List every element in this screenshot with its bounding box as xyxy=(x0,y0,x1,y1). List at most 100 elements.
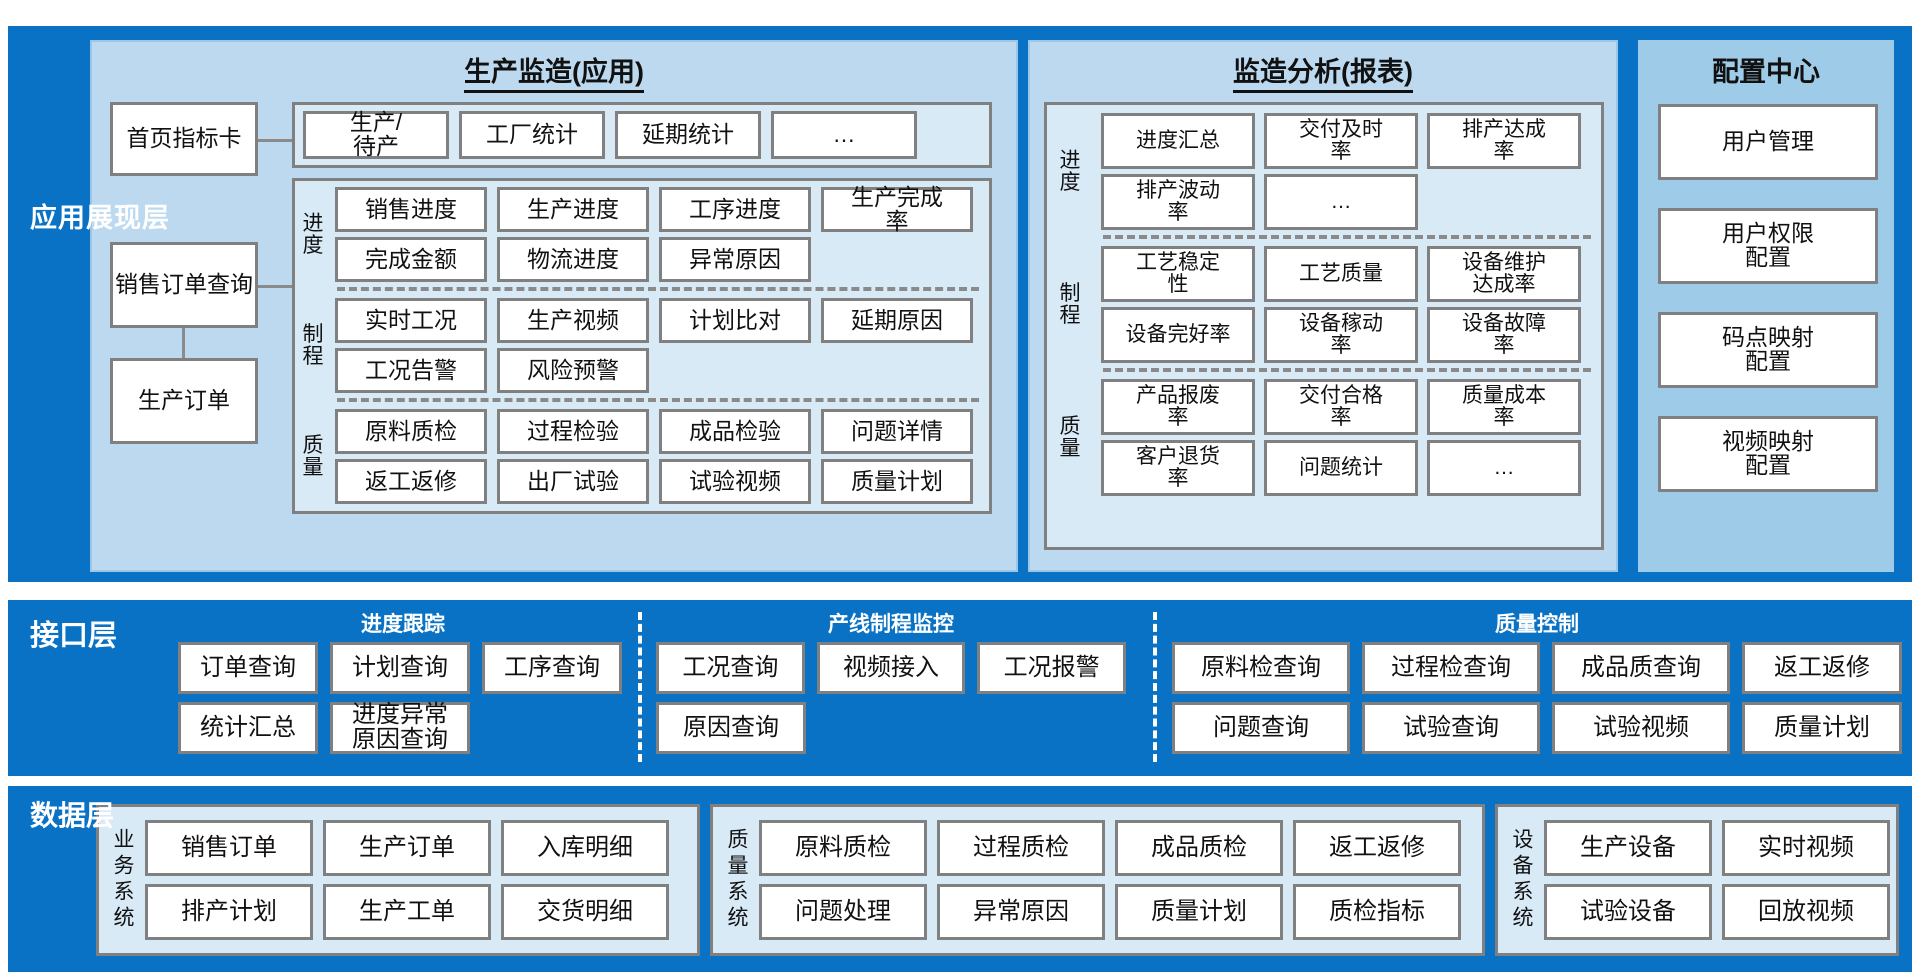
data-production-equipment[interactable]: 生产设备 xyxy=(1544,820,1712,876)
metric-equipment-utilization-rate[interactable]: 设备稼动率 xyxy=(1264,307,1418,363)
tile-plan-comparison[interactable]: 计划比对 xyxy=(659,298,811,343)
interface-process-row-2: 原因查询 xyxy=(656,702,1126,754)
data-test-equipment[interactable]: 试验设备 xyxy=(1544,884,1712,940)
data-finished-inspection[interactable]: 成品质检 xyxy=(1115,820,1283,876)
tile-delay-statistics[interactable]: 延期统计 xyxy=(615,111,761,159)
tile-test-video[interactable]: 试验视频 xyxy=(659,459,811,504)
tile-abnormal-reason[interactable]: 异常原因 xyxy=(659,237,811,282)
section-process-row-2: 工况告警 风险预警 xyxy=(335,348,981,393)
tile-logistics-progress[interactable]: 物流进度 xyxy=(497,237,649,282)
tile-factory-test[interactable]: 出厂试验 xyxy=(497,459,649,504)
section-quality-row-2: 返工返修 出厂试验 试验视频 质量计划 xyxy=(335,459,981,504)
data-inspection-indicator[interactable]: 质检指标 xyxy=(1293,884,1461,940)
metric-more-progress[interactable]: … xyxy=(1264,174,1418,230)
data-equipment-grid: 生产设备 实时视频 试验设备 回放视频 xyxy=(1544,820,1890,940)
tile-completed-amount[interactable]: 完成金额 xyxy=(335,237,487,282)
data-raw-material-inspection[interactable]: 原料质检 xyxy=(759,820,927,876)
tile-factory-statistics[interactable]: 工厂统计 xyxy=(459,111,605,159)
api-rework-repair[interactable]: 返工返修 xyxy=(1742,642,1902,694)
metric-equipment-integrity-rate[interactable]: 设备完好率 xyxy=(1101,307,1255,363)
api-condition-alarm[interactable]: 工况报警 xyxy=(977,642,1127,694)
tile-production-pending[interactable]: 生产/待产 xyxy=(303,110,449,159)
tile-process-progress[interactable]: 工序进度 xyxy=(659,187,811,232)
metric-progress-summary[interactable]: 进度汇总 xyxy=(1101,113,1255,169)
tile-raw-material-inspection[interactable]: 原料质检 xyxy=(335,409,487,454)
tile-finished-inspection[interactable]: 成品检验 xyxy=(659,409,811,454)
tile-production-completion-rate[interactable]: 生产完成率 xyxy=(821,185,973,232)
report-process-row-2: 设备完好率 设备稼动率 设备故障率 xyxy=(1101,307,1593,363)
api-test-video[interactable]: 试验视频 xyxy=(1552,702,1730,754)
data-work-order[interactable]: 生产工单 xyxy=(323,884,491,940)
tile-issue-detail[interactable]: 问题详情 xyxy=(821,409,973,454)
entry-production-order[interactable]: 生产订单 xyxy=(110,358,258,444)
api-issue-query[interactable]: 问题查询 xyxy=(1172,702,1350,754)
metric-equipment-failure-rate[interactable]: 设备故障率 xyxy=(1427,307,1581,363)
metric-schedule-attainment-rate[interactable]: 排产达成率 xyxy=(1427,113,1581,169)
data-process-inspection[interactable]: 过程质检 xyxy=(937,820,1105,876)
tile-process-inspection[interactable]: 过程检验 xyxy=(497,409,649,454)
metric-scrap-rate[interactable]: 产品报废率 xyxy=(1101,379,1255,435)
data-delivery-detail[interactable]: 交货明细 xyxy=(501,884,669,940)
tile-production-progress[interactable]: 生产进度 xyxy=(497,187,649,232)
production-panel-title: 生产监造(应用) xyxy=(92,42,1016,93)
config-item-video-mapping[interactable]: 视频映射配置 xyxy=(1658,416,1878,492)
tile-more[interactable]: … xyxy=(771,111,917,159)
data-inbound-detail[interactable]: 入库明细 xyxy=(501,820,669,876)
data-production-order[interactable]: 生产订单 xyxy=(323,820,491,876)
metric-schedule-fluctuation-rate[interactable]: 排产波动率 xyxy=(1101,174,1255,230)
tile-delay-reason[interactable]: 延期原因 xyxy=(821,298,973,343)
api-process-query[interactable]: 工序查询 xyxy=(482,642,622,694)
tile-sales-progress[interactable]: 销售进度 xyxy=(335,187,487,232)
data-quality-plan[interactable]: 质量计划 xyxy=(1115,884,1283,940)
interface-layer: 接口层 进度跟踪 订单查询 计划查询 工序查询 统计汇总 进度异常原因查询 产线… xyxy=(8,600,1912,776)
data-rework-repair[interactable]: 返工返修 xyxy=(1293,820,1461,876)
data-quality-row-2: 问题处理 异常原因 质量计划 质检指标 xyxy=(759,884,1461,940)
api-video-access[interactable]: 视频接入 xyxy=(816,642,966,694)
api-plan-query[interactable]: 计划查询 xyxy=(330,642,470,694)
production-top-group: 生产/待产 工厂统计 延期统计 … xyxy=(292,102,992,168)
metric-maintenance-attainment-rate[interactable]: 设备维护达成率 xyxy=(1427,246,1581,302)
api-finished-quality-query[interactable]: 成品质查询 xyxy=(1552,642,1730,694)
entry-home-indicator-card[interactable]: 首页指标卡 xyxy=(110,102,258,176)
api-process-inspection-query[interactable]: 过程检查询 xyxy=(1362,642,1540,694)
interface-quality-row-2: 问题查询 试验查询 试验视频 质量计划 xyxy=(1172,702,1902,754)
api-condition-query[interactable]: 工况查询 xyxy=(656,642,805,694)
data-abnormal-reason[interactable]: 异常原因 xyxy=(937,884,1105,940)
tile-production-video[interactable]: 生产视频 xyxy=(497,298,649,343)
api-raw-material-inspection-query[interactable]: 原料检查询 xyxy=(1172,642,1350,694)
metric-quality-cost-rate[interactable]: 质量成本率 xyxy=(1427,379,1581,435)
tile-condition-alarm[interactable]: 工况告警 xyxy=(335,348,487,393)
metric-customer-return-rate[interactable]: 客户退货率 xyxy=(1101,440,1255,496)
tile-realtime-condition[interactable]: 实时工况 xyxy=(335,298,487,343)
data-business-row-1: 销售订单 生产订单 入库明细 xyxy=(145,820,669,876)
entry-sales-order-query[interactable]: 销售订单查询 xyxy=(110,242,258,328)
metric-process-stability[interactable]: 工艺稳定性 xyxy=(1101,246,1255,302)
metric-on-time-delivery-rate[interactable]: 交付及时率 xyxy=(1264,113,1418,169)
api-reason-query[interactable]: 原因查询 xyxy=(656,702,806,754)
api-test-query[interactable]: 试验查询 xyxy=(1362,702,1540,754)
section-process-label: 制程 xyxy=(302,322,324,368)
config-item-user-management[interactable]: 用户管理 xyxy=(1658,104,1878,180)
api-order-query[interactable]: 订单查询 xyxy=(178,642,318,694)
tile-risk-warning[interactable]: 风险预警 xyxy=(497,348,649,393)
tile-rework-repair[interactable]: 返工返修 xyxy=(335,459,487,504)
data-sales-order[interactable]: 销售订单 xyxy=(145,820,313,876)
metric-issue-statistics[interactable]: 问题统计 xyxy=(1264,440,1418,496)
tile-quality-plan[interactable]: 质量计划 xyxy=(821,459,973,504)
data-realtime-video[interactable]: 实时视频 xyxy=(1722,820,1890,876)
data-issue-handling[interactable]: 问题处理 xyxy=(759,884,927,940)
data-business-row-2: 排产计划 生产工单 交货明细 xyxy=(145,884,669,940)
api-statistics-summary[interactable]: 统计汇总 xyxy=(178,702,318,754)
config-item-user-permission[interactable]: 用户权限配置 xyxy=(1658,208,1878,284)
data-layer: 数据层 业务系统 销售订单 生产订单 入库明细 排产计划 生产工单 交货明细 质… xyxy=(8,786,1912,972)
report-section-progress-label: 进度 xyxy=(1059,148,1081,194)
api-progress-abnormal-reason-query[interactable]: 进度异常原因查询 xyxy=(330,702,470,754)
metric-more-quality[interactable]: … xyxy=(1427,440,1581,496)
api-quality-plan[interactable]: 质量计划 xyxy=(1742,702,1902,754)
metric-delivery-pass-rate[interactable]: 交付合格率 xyxy=(1264,379,1418,435)
metric-process-quality[interactable]: 工艺质量 xyxy=(1264,246,1418,302)
data-playback-video[interactable]: 回放视频 xyxy=(1722,884,1890,940)
config-item-list: 用户管理 用户权限配置 码点映射配置 视频映射配置 xyxy=(1658,104,1878,520)
config-item-code-point-mapping[interactable]: 码点映射配置 xyxy=(1658,312,1878,388)
data-production-schedule[interactable]: 排产计划 xyxy=(145,884,313,940)
